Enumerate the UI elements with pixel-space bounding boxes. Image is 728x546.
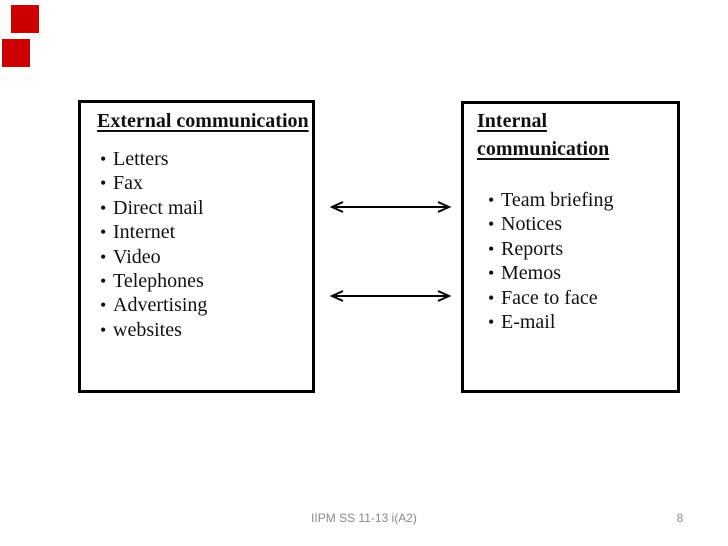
list-item: • Telephones — [100, 269, 207, 293]
list-item-text: Memos — [501, 262, 561, 285]
list-item-text: Reports — [501, 237, 564, 260]
bullet-glyph: • — [488, 263, 495, 284]
slide-footer-text: IIPM SS 11-13 i(A2) — [311, 511, 417, 525]
bullet-glyph: • — [100, 222, 107, 243]
list-item-text: Notices — [501, 213, 563, 236]
list-item-text: websites — [113, 318, 182, 341]
list-item-text: Letters — [113, 148, 169, 170]
list-item: • Direct mail — [100, 196, 207, 220]
list-item-text: Face to face — [501, 286, 598, 309]
bullet-glyph: • — [488, 287, 495, 308]
list-item-text: Fax — [113, 172, 143, 195]
list-item-text: Direct mail — [113, 196, 204, 219]
bullet-glyph: • — [488, 238, 495, 259]
bullet-glyph: • — [488, 312, 495, 333]
bullet-glyph: • — [488, 190, 495, 210]
double-arrow-icon — [329, 201, 452, 213]
internal-items-list: • Team briefing • Notices • Reports • Me… — [488, 188, 613, 334]
list-item: • Fax — [100, 171, 207, 195]
external-items-list: • Letters • Fax • Direct mail • Internet — [100, 147, 207, 342]
internal-communication-box: Internal communication • Team briefing •… — [461, 101, 680, 393]
list-item-text: Video — [113, 245, 161, 268]
list-item: • Memos — [488, 261, 613, 285]
list-item: • Notices — [488, 212, 613, 236]
list-item: • Reports — [488, 237, 613, 261]
double-arrow-icon — [329, 290, 452, 302]
list-item: • Face to face — [488, 286, 613, 310]
list-item-text: Internet — [113, 221, 176, 244]
list-item-text: Team briefing — [501, 189, 614, 211]
list-item-text: E-mail — [501, 311, 556, 334]
decor-red-square — [11, 5, 39, 33]
list-item: • Video — [100, 245, 207, 269]
list-item: • Internet — [100, 220, 207, 244]
list-item: • websites — [100, 318, 207, 342]
list-item-text: Advertising — [113, 294, 208, 317]
list-item: • Letters — [100, 147, 207, 171]
external-communication-box: External communication • Letters • Fax •… — [78, 100, 315, 393]
list-item: • E-mail — [488, 310, 613, 334]
bullet-glyph: • — [488, 214, 495, 235]
decor-red-square — [2, 39, 30, 67]
bullet-glyph: • — [100, 246, 107, 267]
bullet-glyph: • — [100, 319, 107, 340]
bullet-glyph: • — [100, 173, 107, 194]
list-item: • Team briefing — [488, 188, 613, 212]
slide-page-number: 8 — [676, 511, 684, 525]
bullet-glyph: • — [100, 295, 107, 316]
list-item: • Advertising — [100, 293, 207, 317]
bullet-glyph: • — [100, 197, 107, 218]
bullet-glyph: • — [100, 149, 107, 169]
list-item-text: Telephones — [113, 270, 204, 293]
internal-box-title: Internal communication — [477, 110, 610, 160]
bullet-glyph: • — [100, 271, 107, 292]
external-box-title: External communication — [97, 110, 309, 132]
